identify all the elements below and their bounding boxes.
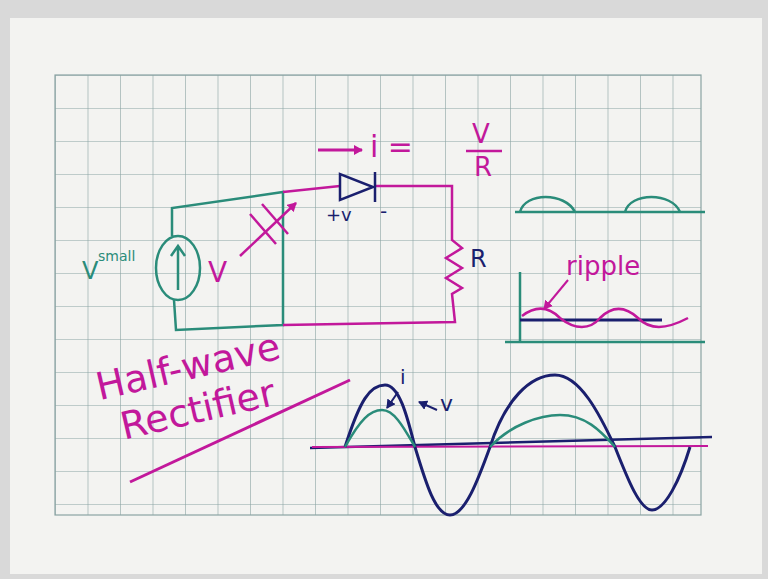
current-formula: i =: [370, 130, 413, 163]
resistor-label: R: [470, 246, 487, 272]
formula-denominator: R: [474, 153, 492, 182]
ripple-label: ripple: [566, 252, 640, 281]
waveform-plot: [310, 375, 712, 515]
green-wires: [156, 192, 283, 330]
half-wave-output-plot: [515, 197, 705, 212]
magenta-wires: [283, 186, 462, 325]
grid: [55, 75, 701, 515]
formula-numerator: V: [472, 120, 490, 149]
fraction-bar: [466, 150, 502, 153]
diode-symbol: [340, 172, 375, 202]
ripple-plot: [505, 272, 705, 342]
paper-sheet: [10, 18, 762, 574]
voltage-curve-label: v: [440, 392, 453, 416]
variable-voltage-label: V: [208, 258, 227, 289]
source-subscript: small: [98, 249, 135, 264]
diode-voltage-minus: -: [380, 200, 387, 222]
current-arrow: [318, 149, 362, 152]
variable-capacitor-symbol: [240, 203, 296, 256]
diode-voltage-plus: +v: [326, 205, 352, 225]
current-curve-label: i: [400, 366, 406, 388]
source-label: V: [82, 258, 98, 284]
